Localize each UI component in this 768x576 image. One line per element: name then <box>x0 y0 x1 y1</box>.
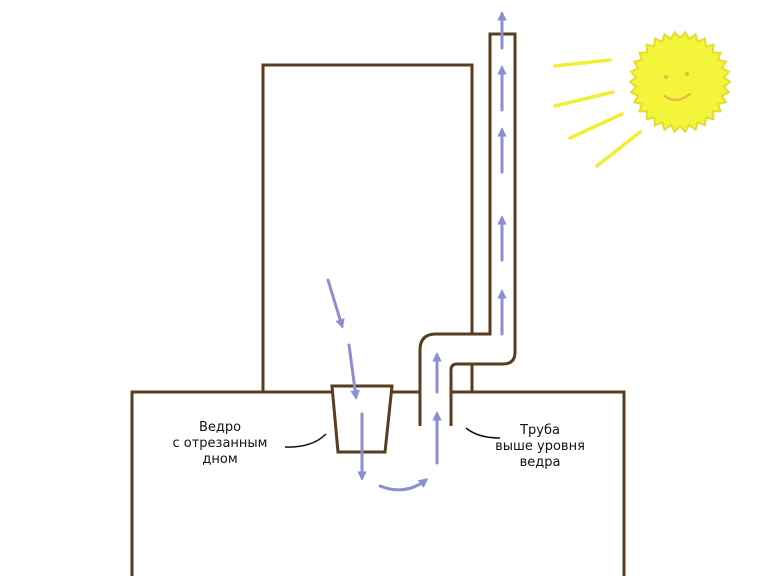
sun-rays <box>553 58 642 168</box>
pipe-label-line-1: Труба <box>520 423 560 438</box>
smiling-sun-icon <box>628 30 732 134</box>
sun-ray-1 <box>553 58 612 68</box>
pipe-outer-wall <box>418 32 517 426</box>
sun-right-eye <box>684 71 690 77</box>
sun-ray-3 <box>568 112 624 140</box>
building-outline <box>261 63 474 392</box>
pipe-label: Труба выше уровня ведра <box>480 423 600 471</box>
pipe-label-line-3: ведра <box>519 455 561 470</box>
airflow-arrows <box>326 11 507 492</box>
pipe-label-line-2: выше уровня <box>495 439 585 454</box>
airflow-arrow-curve <box>378 478 429 492</box>
sun-ray-4 <box>595 130 642 168</box>
sun-ray-2 <box>553 90 615 108</box>
sun-smile <box>663 92 692 102</box>
bucket-label-line-2: с отрезанным <box>172 436 268 451</box>
airflow-arrow-incoming-2 <box>347 343 360 400</box>
airflow-arrow-incoming-1 <box>326 278 345 329</box>
pipe-leader-line <box>465 427 501 439</box>
bucket-label-line-1: Ведро <box>198 420 242 435</box>
bucket-leader-line <box>284 433 327 448</box>
bucket-label: Ведро с отрезанным дном <box>150 420 290 468</box>
sun-body <box>628 30 732 134</box>
bucket-label-line-3: дном <box>202 452 238 467</box>
ground-outline <box>130 390 626 576</box>
sun-left-eye <box>663 74 669 80</box>
